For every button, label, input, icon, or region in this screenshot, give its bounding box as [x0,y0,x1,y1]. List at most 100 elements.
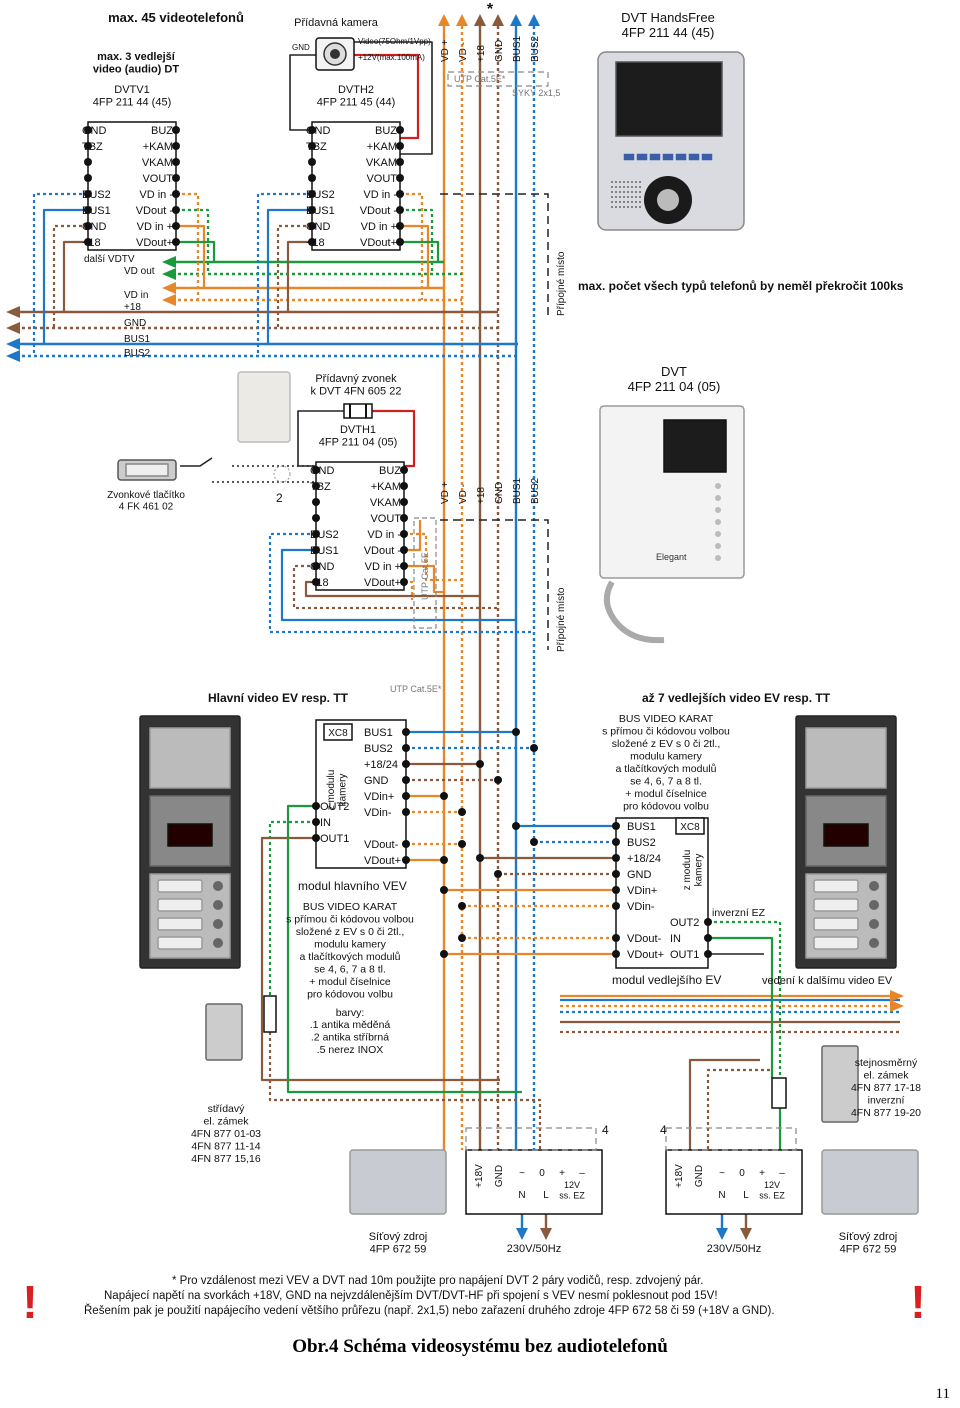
main-module-pin-label: GND [364,775,389,787]
dvtv1-vdin-wire [176,224,206,288]
speaker-grille [639,196,641,198]
camera-video-label: Video(75Ohm/1Vpp) [358,37,431,46]
junction-frame [440,193,549,318]
additional-bell-device [237,371,291,443]
dvtv1-pin [84,206,92,214]
side-panel-name-tag [813,936,859,950]
speaker-grille [623,206,625,208]
dvt-phone-key [715,543,721,549]
dvt-phone-key [715,483,721,489]
main-module-pin-label: VDout- [364,839,399,851]
speaker-grille [631,186,633,188]
speaker-grille [615,191,617,193]
side-module-pin [612,886,620,894]
side-module-pin [612,934,620,942]
bus-arrow-icon [492,14,504,26]
dvth2-left-label: TBZ [306,141,327,153]
dvth2-right-label: VD in + [361,221,397,233]
bus-junction [458,902,466,910]
device-shapes [6,14,919,1240]
dvth1-left-label: GND [310,465,335,477]
utp-label-bottom: UTP Cat.5E* [390,684,442,694]
bus-arrow-icon [510,14,522,26]
main-module-pin [402,840,410,848]
dvtv1-pin [84,158,92,166]
psu2-wire [688,1058,760,1150]
speaker-grille [627,206,629,208]
dvth1-pin [312,562,320,570]
dvtv1-pin [172,222,180,230]
colors-list: .1 antika měděná.2 antika stříbrná.5 ner… [310,1019,391,1056]
wires [10,20,900,1234]
dvtv1-vdout-wire [176,240,216,262]
camera-power-wire [354,53,420,140]
bus-junction [440,950,448,958]
main-module-pin [402,856,410,864]
dvtv1-pin [172,190,180,198]
speaker-grille [623,191,625,193]
junction-label-top: Přípojné místo [556,251,567,316]
psu1-terminal-label: ~ [519,1168,525,1179]
camera-lens-icon [330,49,340,59]
dvth2-right-label: VDout+ [360,237,397,249]
psu1-mains-arrow-icon [516,1228,528,1240]
left-bus-arrow-icon [6,306,20,318]
warning-right-icon: ! [910,1276,925,1328]
bus-label-top: VD - [458,42,469,62]
bus-junction [494,870,502,878]
left-bus-label: GND [124,318,146,329]
bus-label-top: VD + [440,39,451,62]
main-module-pin [402,744,410,752]
vedeni-label: vedení k dalšímu video EV [762,975,893,987]
speaker-grille [635,191,637,193]
dvtv1-pin [172,206,180,214]
side-panel-speaker [805,727,887,789]
dvtv1-left-label: BUS2 [82,189,111,201]
dvth1-left-label: +18 [310,577,329,589]
dvth2-pin [308,238,316,246]
utp-box [447,71,549,87]
left-bus-arrow-icon [6,322,20,334]
psu2-box [665,1149,803,1215]
utp-box-mid [413,517,437,629]
bus-junction [458,808,466,816]
dvth2-box [311,121,401,251]
bus-junction [458,934,466,942]
dvth1-right-label: VD in - [367,529,401,541]
dvth2-vdout-wire [400,240,440,262]
dvth2-left-label: GND [306,221,331,233]
dvth2-left-label: GND [306,125,331,137]
main-module-pin-label: BUS1 [364,727,393,739]
speaker-grille [631,181,633,183]
lock-left [205,1003,243,1061]
bus-label-mid: GND [494,482,505,504]
dvth1-vdout-wire [404,520,422,552]
lock-left-wire [268,820,316,996]
main-module-pin [402,728,410,736]
side-module-pin-label: BUS2 [627,837,656,849]
bus-junction [512,728,520,736]
vd-in-label: VD in [124,290,148,301]
dvtv1-pin [172,238,180,246]
psu1-mains-label: 230V/50Hz [507,1243,561,1255]
camera-label: Přídavná kamera [294,17,379,29]
dvtv1-18-wire [62,240,88,312]
camera-gnd-label: GND [292,43,310,52]
side-module-pin [612,854,620,862]
main-module-pin [402,808,410,816]
dvth2-right-label: BUZ [375,125,397,137]
lock-right-wire [708,936,774,1078]
psu2-mains-label: 230V/50Hz [707,1243,761,1255]
speaker-grille [639,181,641,183]
dvtv1-left-label: +18 [82,237,101,249]
psu2-wire [706,1068,770,1150]
dvth2-pin [308,222,316,230]
inverzni-label: inverzní EZ [712,907,766,919]
continuation-arrow-icon [890,990,904,1002]
main-module-left-label: OUT2 [320,801,349,813]
